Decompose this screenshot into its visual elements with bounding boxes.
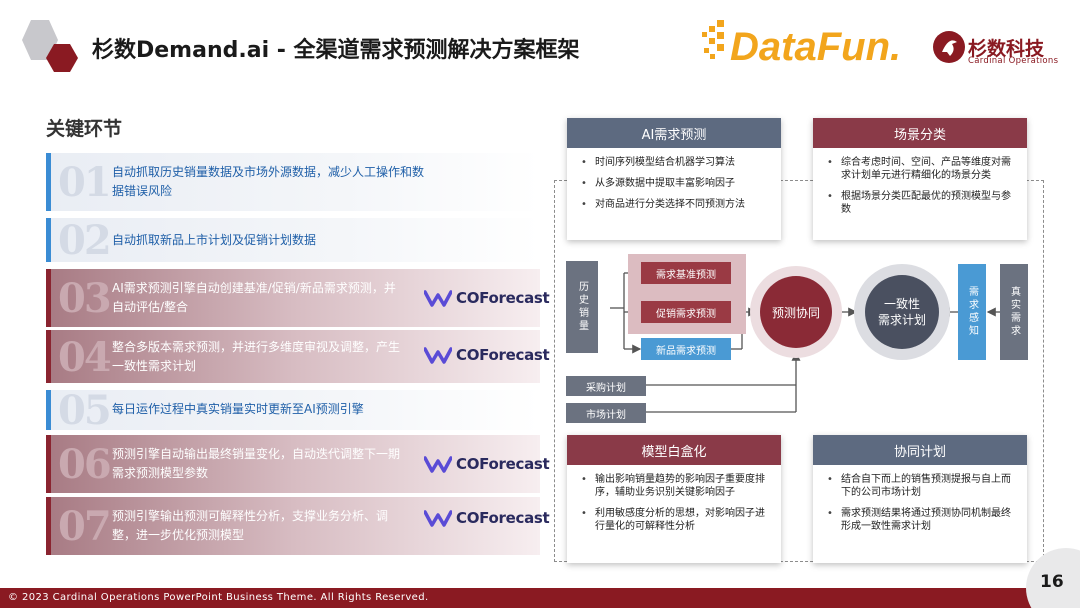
collab-plan-item: 需求预测结果将通过预测协同机制最终形成一致性需求计划 [825,507,1015,533]
demand-sensing-box: 需求感知 [958,264,986,360]
step-text: 自动抓取新品上市计划及促销计划数据 [112,233,317,247]
step-accent-bar [46,269,51,327]
coforecast-logo: COForecast [424,346,550,364]
consensus-plan-circle: 一致性 需求计划 [865,275,939,349]
step-text: 整合多版本需求预测，并进行多维度审视及调整，产生一致性需求计划 [112,340,401,373]
model-whitebox-item: 利用敏感度分析的思想，对影响因子进行量化的可解释性分析 [579,507,769,533]
step-number: 03 [58,275,112,322]
page-number: 16 [1040,572,1064,592]
coforecast-wave-icon [424,456,452,473]
step-accent-bar [46,497,51,555]
coforecast-wave-icon [424,347,452,364]
step-06: 06 预测引擎自动输出最终销量变化，自动迭代调整下一期需求预测模型参数 COFo… [46,435,550,493]
collab-forecast-circle: 预测协同 [760,276,832,348]
step-number: 06 [58,441,112,488]
collab-plan-card-title: 协同计划 [813,435,1027,465]
cardinal-logo-icon [933,31,965,63]
coforecast-logo: COForecast [424,455,550,473]
coforecast-label: COForecast [456,509,550,527]
collab-plan-card: 协同计划 结合自下而上的销售预测提报与自上而下的公司市场计划 需求预测结果将通过… [813,435,1027,563]
step-accent-bar [46,218,51,262]
real-demand-box: 真实需求 [1000,264,1028,360]
step-text: AI需求预测引擎自动创建基准/促销/新品需求预测，并自动评估/整合 [112,281,396,314]
consensus-plan-halo: 一致性 需求计划 [854,264,950,360]
page-title: 杉数Demand.ai - 全渠道需求预测解决方案框架 [92,38,580,63]
ai-forecast-item: 时间序列模型结合机器学习算法 [579,156,769,169]
history-sales-box: 历史销量 [566,261,598,353]
step-05: 05 每日运作过程中真实销量实时更新至AI预测引擎 [46,387,540,434]
step-number: 05 [58,387,112,434]
step-accent-bar [46,330,51,383]
cardinal-logo-text: 杉数科技 [968,38,1045,60]
coforecast-logo: COForecast [424,509,550,527]
market-plan-box: 市场计划 [566,403,646,423]
step-number: 02 [58,217,112,264]
ai-forecast-card: AI需求预测 时间序列模型结合机器学习算法 从多源数据中提取丰富影响因子 对商品… [567,118,781,240]
consensus-plan-line2: 需求计划 [877,313,926,327]
new-product-forecast-box: 新品需求预测 [641,338,731,360]
collab-plan-item: 结合自下而上的销售预测提报与自上而下的公司市场计划 [825,473,1015,499]
step-number: 04 [58,334,112,381]
footer-bar: © 2023 Cardinal Operations PowerPoint Bu… [0,588,1080,608]
datafun-logo: DataFun. [702,20,901,68]
scene-classification-item: 根据场景分类匹配最优的预测模型与参数 [825,190,1015,216]
model-whitebox-card-title: 模型白盒化 [567,435,781,465]
purchase-plan-box: 采购计划 [566,376,646,396]
step-accent-bar [46,435,51,493]
coforecast-wave-icon [424,510,452,527]
baseline-forecast-box: 需求基准预测 [641,262,731,284]
step-text: 预测引擎自动输出最终销量变化，自动迭代调整下一期需求预测模型参数 [112,447,401,480]
model-whitebox-item: 输出影响销量趋势的影响因子重要度排序，辅助业务识别关键影响因子 [579,473,769,499]
ai-forecast-item: 对商品进行分类选择不同预测方法 [579,198,769,211]
step-text: 预测引擎输出预测可解释性分析，支撑业务分析、调整，进一步优化预测模型 [112,509,389,542]
step-03: 03 AI需求预测引擎自动创建基准/促销/新品需求预测，并自动评估/整合 COF… [46,269,550,327]
ai-forecast-card-title: AI需求预测 [567,118,781,148]
coforecast-label: COForecast [456,346,550,364]
collab-forecast-halo: 预测协同 [750,266,842,358]
coforecast-wave-icon [424,290,452,307]
step-02: 02 自动抓取新品上市计划及促销计划数据 [46,218,540,262]
step-number: 07 [58,503,112,550]
step-number: 01 [58,159,112,206]
datafun-logo-text: DataFun. [730,25,901,68]
coforecast-logo: COForecast [424,289,550,307]
step-01: 01 自动抓取历史销量数据及市场外源数据，减少人工操作和数据错误风险 [46,153,540,211]
step-04: 04 整合多版本需求预测，并进行多维度审视及调整，产生一致性需求计划 COFor… [46,330,550,383]
coforecast-label: COForecast [456,455,550,473]
step-text: 每日运作过程中真实销量实时更新至AI预测引擎 [112,402,364,416]
ai-forecast-item: 从多源数据中提取丰富影响因子 [579,177,769,190]
step-accent-bar [46,390,51,430]
model-whitebox-card: 模型白盒化 输出影响销量趋势的影响因子重要度排序，辅助业务识别关键影响因子 利用… [567,435,781,563]
promo-forecast-box: 促销需求预测 [641,301,731,323]
scene-classification-card-title: 场景分类 [813,118,1027,148]
step-text: 自动抓取历史销量数据及市场外源数据，减少人工操作和数据错误风险 [112,165,425,198]
consensus-plan-line1: 一致性 [883,297,920,311]
step-accent-bar [46,153,51,211]
datafun-logo-dots-icon [702,20,724,59]
step-07: 07 预测引擎输出预测可解释性分析，支撑业务分析、调整，进一步优化预测模型 CO… [46,497,550,555]
coforecast-label: COForecast [456,289,550,307]
cardinal-logo-subtext: Cardinal Operations [968,56,1059,66]
scene-classification-card: 场景分类 综合考虑时间、空间、产品等维度对需求计划单元进行精细化的场景分类 根据… [813,118,1027,240]
diagram-frame [554,180,1044,562]
section-title: 关键环节 [46,118,123,140]
scene-classification-item: 综合考虑时间、空间、产品等维度对需求计划单元进行精细化的场景分类 [825,156,1015,182]
